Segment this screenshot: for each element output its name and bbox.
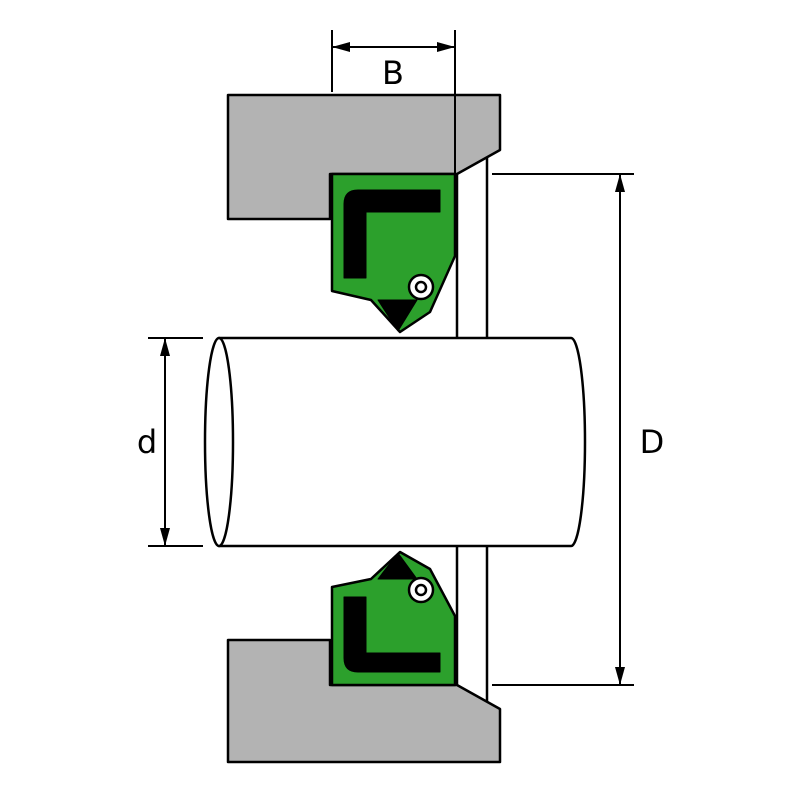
seal-upper-case-insert	[343, 189, 441, 279]
seal-lower-garter-spring-center	[414, 583, 428, 597]
shaft-end-ellipse	[203, 336, 235, 548]
seal-lower-case-insert	[343, 596, 441, 673]
dimension-dd: D	[492, 173, 665, 686]
dd-arrowhead-top	[615, 174, 625, 192]
seal-upper-garter-spring-center	[414, 280, 428, 294]
dimension-d: d	[137, 337, 203, 547]
dimension-b: B	[331, 30, 456, 173]
shaft-body	[217, 336, 587, 548]
shaft	[203, 336, 587, 548]
dd-label: D	[640, 423, 665, 461]
d-label: d	[137, 423, 157, 461]
seal-upper-lip	[377, 299, 418, 332]
d-arrowhead-top	[160, 338, 170, 356]
dd-arrowhead-bottom	[615, 667, 625, 685]
seal-lower-lip	[377, 552, 418, 580]
b-label: B	[382, 54, 404, 92]
seal-upper	[330, 172, 457, 334]
b-arrowhead-right	[437, 42, 455, 52]
b-arrowhead-left	[332, 42, 350, 52]
d-arrowhead-bottom	[160, 528, 170, 546]
seal-lower	[330, 550, 457, 687]
